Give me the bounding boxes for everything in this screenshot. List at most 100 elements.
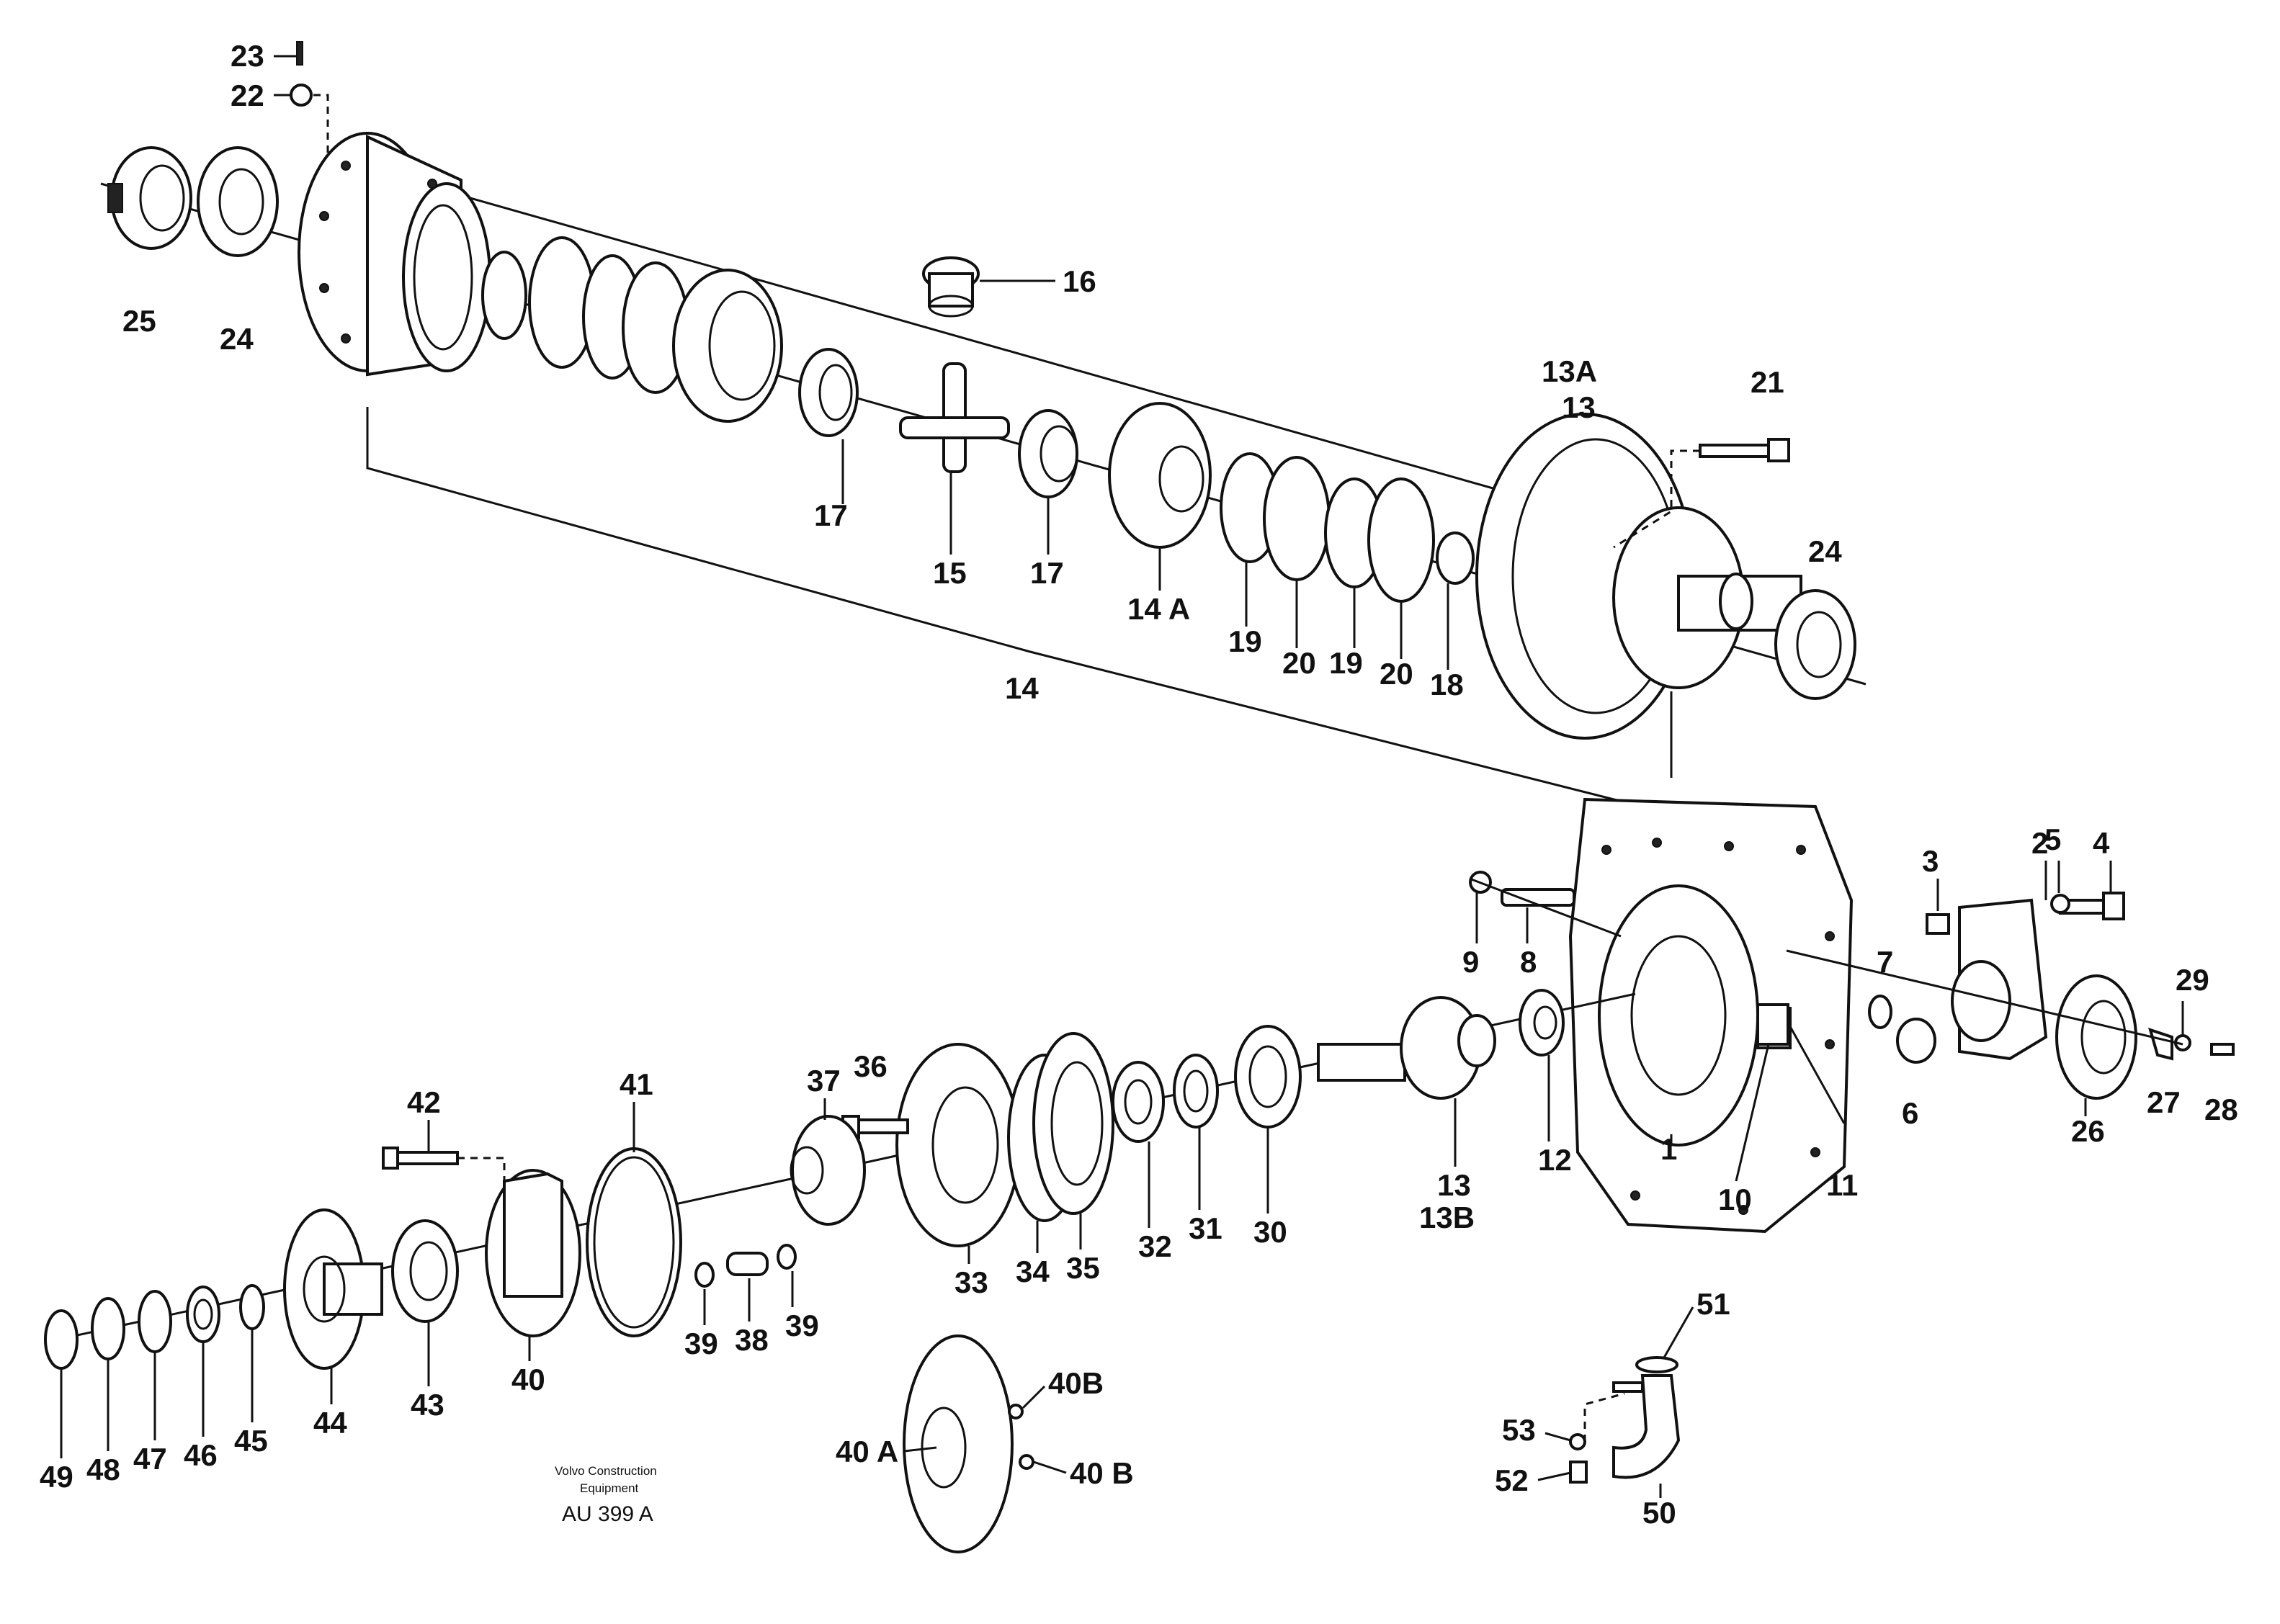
bearing-cap-group — [1786, 892, 2235, 1100]
part-40-bearing-housing — [485, 1169, 581, 1337]
upper-assembly — [100, 41, 1867, 804]
callout-labels: 23 22 16 13A 13 21 24 25 24 17 15 17 14 … — [40, 39, 2238, 1530]
part-8-9-stud-nut — [1469, 871, 1622, 938]
callout-19-b: 19 — [1329, 646, 1363, 680]
company-line-2: Equipment — [580, 1481, 639, 1495]
part-43-seal — [391, 1219, 459, 1323]
callout-40b-lower: 40 B — [1070, 1456, 1134, 1490]
callout-20-b: 20 — [1380, 657, 1413, 691]
part-10-11-plate — [1756, 1003, 1846, 1124]
callout-18: 18 — [1430, 668, 1464, 701]
callout-51: 51 — [1696, 1287, 1730, 1321]
lower-assembly — [44, 989, 1636, 1370]
callout-38: 38 — [735, 1323, 769, 1357]
callout-13-upper: 13 — [1562, 390, 1596, 424]
part-40a-cover — [903, 1334, 1034, 1553]
callout-20-a: 20 — [1282, 646, 1316, 680]
callout-44: 44 — [313, 1406, 347, 1440]
callout-37: 37 — [807, 1064, 841, 1098]
callout-43: 43 — [411, 1388, 444, 1422]
bracket-14 — [366, 407, 1629, 804]
callout-33: 33 — [955, 1265, 988, 1299]
part-13-pinion — [1317, 996, 1496, 1100]
part-14a-housing-half — [1108, 402, 1212, 549]
part-12-bearing — [1519, 989, 1565, 1057]
callout-11: 11 — [1826, 1168, 1858, 1202]
callout-32: 32 — [1138, 1229, 1172, 1263]
callout-14a: 14 A — [1127, 592, 1190, 626]
callout-50: 50 — [1642, 1496, 1676, 1530]
callout-48: 48 — [86, 1453, 120, 1486]
part-17-side-gear-left — [798, 348, 859, 437]
callout-22: 22 — [231, 78, 264, 112]
leader-42 — [457, 1157, 506, 1195]
drawing-reference: AU 399 A — [562, 1502, 653, 1526]
company-line-1: Volvo Construction — [555, 1464, 657, 1478]
callout-41: 41 — [620, 1067, 653, 1101]
part-33-34-35-cover — [895, 1032, 1114, 1247]
callout-16: 16 — [1063, 264, 1096, 298]
callout-28: 28 — [2204, 1093, 2238, 1126]
part-25-bearing-cone — [107, 146, 192, 250]
part-30-31-32-bearings — [1112, 1025, 1302, 1143]
part-15-spider — [899, 362, 1010, 473]
part-41-o-ring — [586, 1147, 682, 1337]
callout-45: 45 — [234, 1424, 268, 1458]
callout-17-right: 17 — [1030, 556, 1064, 590]
callout-53: 53 — [1502, 1413, 1536, 1447]
disc-pack-right — [1220, 452, 1475, 603]
callout-46: 46 — [184, 1438, 218, 1472]
part-42-bolt — [382, 1147, 459, 1170]
callout-39-b: 39 — [785, 1309, 819, 1342]
part-22-nut — [290, 84, 313, 107]
callout-5-text: 5 — [2044, 822, 2061, 856]
callout-30: 30 — [1253, 1215, 1287, 1249]
part-44-flange — [283, 1208, 383, 1370]
callout-13b: 13B — [1419, 1201, 1475, 1234]
callout-29: 29 — [2176, 963, 2209, 997]
part-24-bearing-cup-left — [197, 146, 279, 257]
leader-22 — [313, 94, 329, 158]
callout-10: 10 — [1718, 1183, 1752, 1216]
callout-27: 27 — [2147, 1085, 2181, 1119]
callout-40: 40 — [511, 1363, 545, 1396]
callout-9: 9 — [1462, 945, 1479, 979]
callout-19-a: 19 — [1228, 624, 1262, 658]
callout-13-lower: 13 — [1437, 1168, 1471, 1202]
callout-14: 14 — [1005, 671, 1039, 705]
callout-2: 2 — [2031, 826, 2048, 860]
disc-pack-left — [481, 236, 783, 423]
part-23-lock — [296, 41, 303, 66]
callout-35: 35 — [1066, 1251, 1100, 1285]
callout-49: 49 — [40, 1460, 73, 1494]
callout-47: 47 — [133, 1442, 167, 1476]
part-50-53-pipe — [1569, 1356, 1681, 1484]
callout-39-a: 39 — [684, 1327, 718, 1360]
part-24-bearing-right — [1774, 589, 1856, 700]
callout-34: 34 — [1016, 1255, 1050, 1288]
callout-1: 1 — [1660, 1132, 1677, 1166]
callout-23: 23 — [231, 39, 264, 73]
callout-6: 6 — [1902, 1096, 1918, 1130]
callout-24-left: 24 — [220, 322, 254, 356]
callout-8: 8 — [1520, 945, 1537, 979]
callout-15: 15 — [933, 556, 967, 590]
callout-3: 3 — [1922, 844, 1939, 878]
callout-4: 4 — [2093, 826, 2110, 860]
callout-42: 42 — [407, 1085, 441, 1119]
drawing-footer: Volvo Construction Equipment AU 399 A — [555, 1464, 657, 1526]
callout-52: 52 — [1495, 1463, 1529, 1497]
part-38-39-sleeve — [694, 1244, 797, 1288]
carrier-housing — [1568, 797, 1854, 1234]
callout-7: 7 — [1877, 945, 1893, 979]
part-17-side-gear-right — [1018, 409, 1078, 498]
callout-40a: 40 A — [836, 1435, 898, 1468]
callout-12: 12 — [1538, 1143, 1572, 1177]
differential-housing-half — [298, 132, 491, 377]
leader-21 — [1613, 449, 1700, 549]
callout-21: 21 — [1751, 365, 1784, 399]
leader-53 — [1583, 1392, 1625, 1442]
upper-guide-line — [432, 186, 1550, 506]
part-16-pinion-gear — [922, 256, 980, 318]
